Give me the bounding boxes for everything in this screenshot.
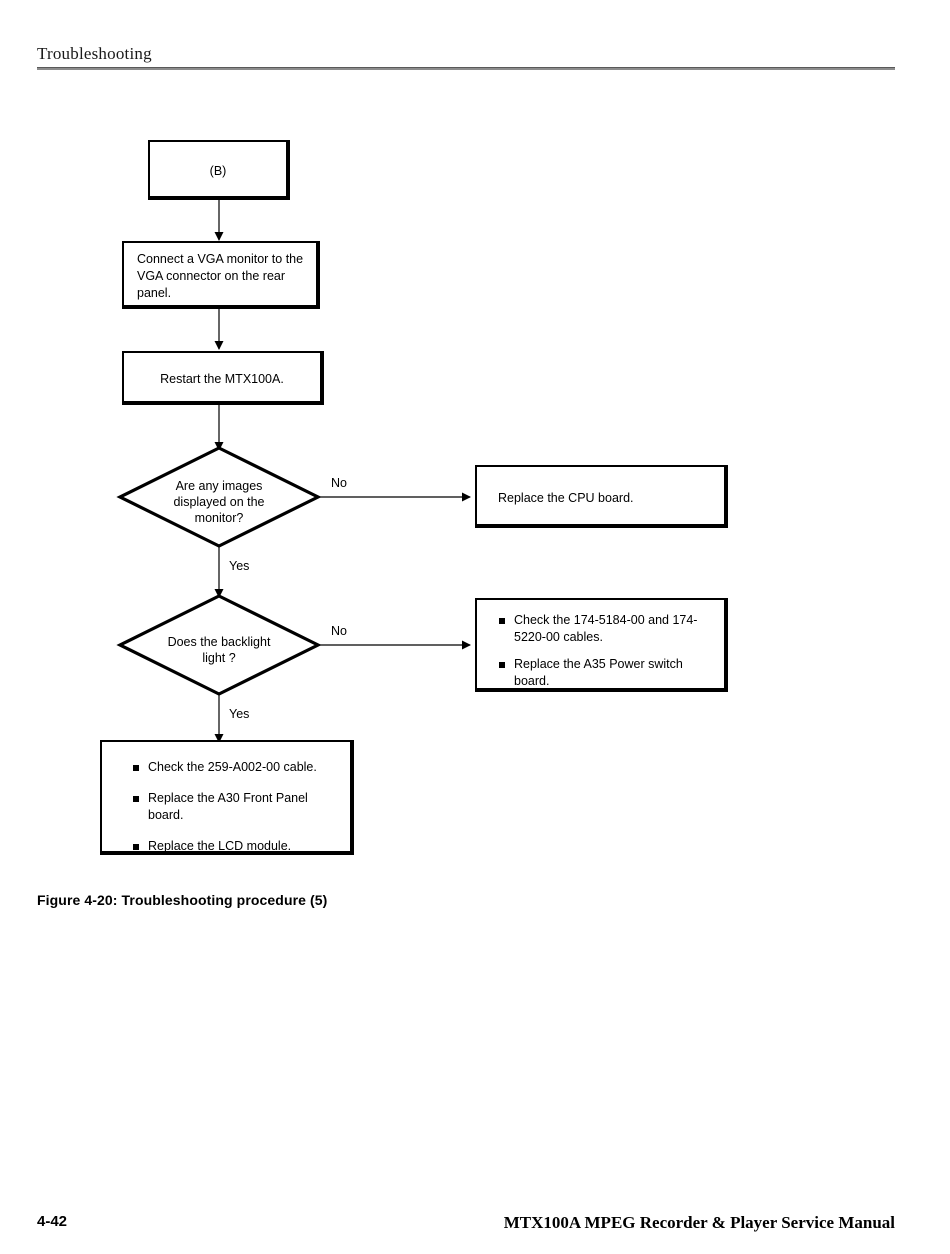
decision-images-yes-label: Yes xyxy=(229,559,250,573)
page-header: Troubleshooting xyxy=(37,44,895,70)
header-title: Troubleshooting xyxy=(37,44,152,63)
flowchart-node-backlight-actions: Check the 174-5184-00 and 174-5220-00 ca… xyxy=(475,598,728,692)
decision-images-no-label: No xyxy=(331,476,347,490)
page-footer: 4-42 MTX100A MPEG Recorder & Player Serv… xyxy=(37,1213,895,1237)
backlight-actions-list: Check the 174-5184-00 and 174-5220-00 ca… xyxy=(499,612,709,690)
page-number: 4-42 xyxy=(37,1213,68,1230)
flowchart-node-connect-vga: Connect a VGA monitor to the VGA connect… xyxy=(122,241,320,309)
decision-backlight-line2: light ? xyxy=(202,651,236,665)
flowchart-node-final-actions: Check the 259-A002-00 cable. Replace the… xyxy=(100,740,354,855)
flowchart-node-replace-cpu: Replace the CPU board. xyxy=(475,465,728,528)
final-actions-list: Check the 259-A002-00 cable. Replace the… xyxy=(133,759,343,855)
replace-cpu-label: Replace the CPU board. xyxy=(498,491,634,505)
connect-vga-line1: Connect a VGA monitor to the xyxy=(137,252,304,266)
connect-vga-line3: panel. xyxy=(137,286,172,300)
connect-vga-line2: VGA connector on the rear xyxy=(137,269,286,283)
flowchart-connectors xyxy=(116,200,471,743)
list-item: Check the 174-5184-00 and 174-5220-00 ca… xyxy=(499,612,709,646)
troubleshooting-flowchart: (B) Connect a VGA monitor to the VGA con… xyxy=(100,140,728,855)
manual-title: MTX100A MPEG Recorder & Player Service M… xyxy=(503,1213,895,1232)
decision-images-line3: monitor? xyxy=(194,511,244,525)
list-item: Replace the LCD module. xyxy=(133,838,343,855)
decision-backlight-label: Does the backlight light ? xyxy=(129,634,309,666)
decision-backlight-line1: Does the backlight xyxy=(167,635,271,649)
flowchart-node-entry: (B) xyxy=(148,140,290,200)
restart-label: Restart the MTX100A. xyxy=(160,372,284,386)
decision-backlight-no-label: No xyxy=(331,624,347,638)
list-item: Replace the A30 Front Panel board. xyxy=(133,790,343,824)
header-divider xyxy=(37,67,895,70)
flowchart-node-restart: Restart the MTX100A. xyxy=(122,351,324,405)
list-item: Check the 259-A002-00 cable. xyxy=(133,759,343,776)
entry-label: (B) xyxy=(209,164,227,178)
figure-caption: Figure 4-20: Troubleshooting procedure (… xyxy=(37,892,328,908)
decision-images-label: Are any images displayed on the monitor? xyxy=(129,478,309,526)
decision-backlight-yes-label: Yes xyxy=(229,707,250,721)
list-item: Replace the A35 Power switch board. xyxy=(499,656,709,690)
decision-images-line2: displayed on the xyxy=(173,495,265,509)
decision-images-line1: Are any images xyxy=(175,479,263,493)
